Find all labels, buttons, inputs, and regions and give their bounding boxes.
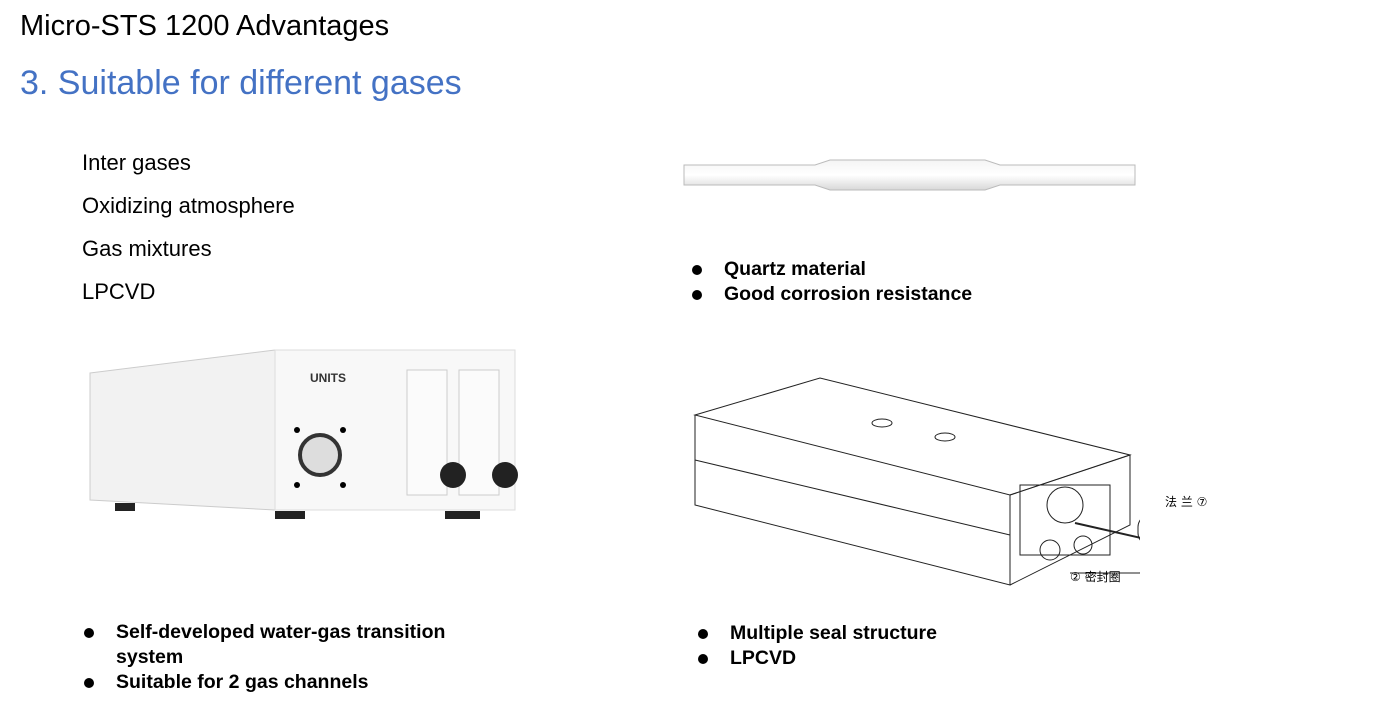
gas-item: LPCVD bbox=[82, 279, 156, 304]
quartz-tube-image bbox=[683, 159, 1136, 191]
gas-item: Oxidizing atmosphere bbox=[82, 193, 295, 218]
slide-title: Micro-STS 1200 Advantages bbox=[20, 10, 390, 42]
seal-label: ② 密封圈 bbox=[1070, 570, 1121, 584]
brand-logo: UNITS bbox=[310, 371, 346, 385]
gas-item: Inter gases bbox=[82, 150, 191, 175]
furnace-drawing-image bbox=[693, 377, 1140, 586]
tube-bullet: Good corrosion resistance bbox=[690, 282, 972, 307]
drawing-bullet: LPCVD bbox=[696, 646, 937, 671]
slide-subtitle: 3. Suitable for different gases bbox=[20, 64, 462, 102]
device-bullet: Suitable for 2 gas channels bbox=[82, 670, 512, 695]
device-bullet: Self-developed water-gas transition syst… bbox=[82, 620, 512, 670]
tube-bullet: Quartz material bbox=[690, 257, 972, 282]
gas-controller-image: UNITS bbox=[89, 349, 518, 519]
drawing-bullet: Multiple seal structure bbox=[696, 621, 937, 646]
gas-item: Gas mixtures bbox=[82, 236, 212, 261]
flange-label: 法 兰 ⑦ bbox=[1165, 495, 1208, 509]
